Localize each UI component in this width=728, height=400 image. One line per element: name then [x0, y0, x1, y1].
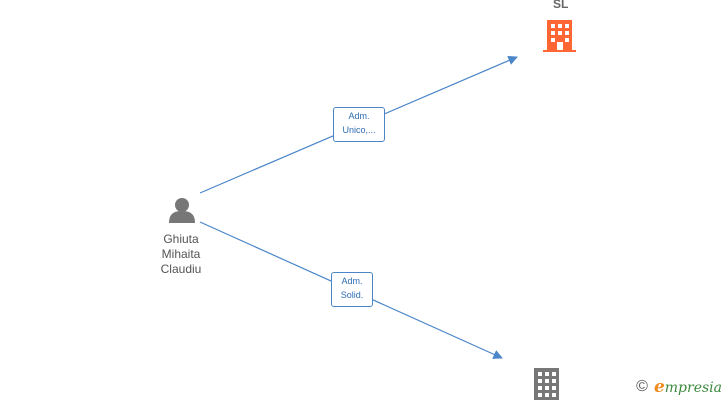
building-icon[interactable] [534, 368, 559, 400]
company-label[interactable]: SL [553, 0, 569, 11]
person-name-line: Mihaita [161, 247, 201, 261]
copyright-symbol: © [636, 378, 648, 395]
person-name-line: Ghiuta [163, 232, 199, 246]
person-name[interactable]: Ghiuta Mihaita Claudiu [145, 232, 217, 277]
brand-name: empresia [654, 377, 722, 397]
edge-role-line: Adm. [348, 111, 370, 121]
edge-role-line: Adm. [341, 276, 363, 286]
person-name-line: Claudiu [160, 262, 202, 276]
person-icon[interactable] [169, 198, 195, 223]
edge-role-line: Unico,... [342, 125, 376, 135]
edge-role-line: Solid. [340, 290, 364, 300]
building-icon[interactable] [543, 20, 576, 52]
brand-initial: e [653, 377, 665, 397]
brand-rest: mpresia [664, 380, 722, 396]
brand-logo: © empresia [636, 377, 722, 397]
edge-role-label[interactable]: Adm. Solid. [331, 272, 373, 307]
edge-role-label[interactable]: Adm. Unico,... [333, 107, 385, 142]
